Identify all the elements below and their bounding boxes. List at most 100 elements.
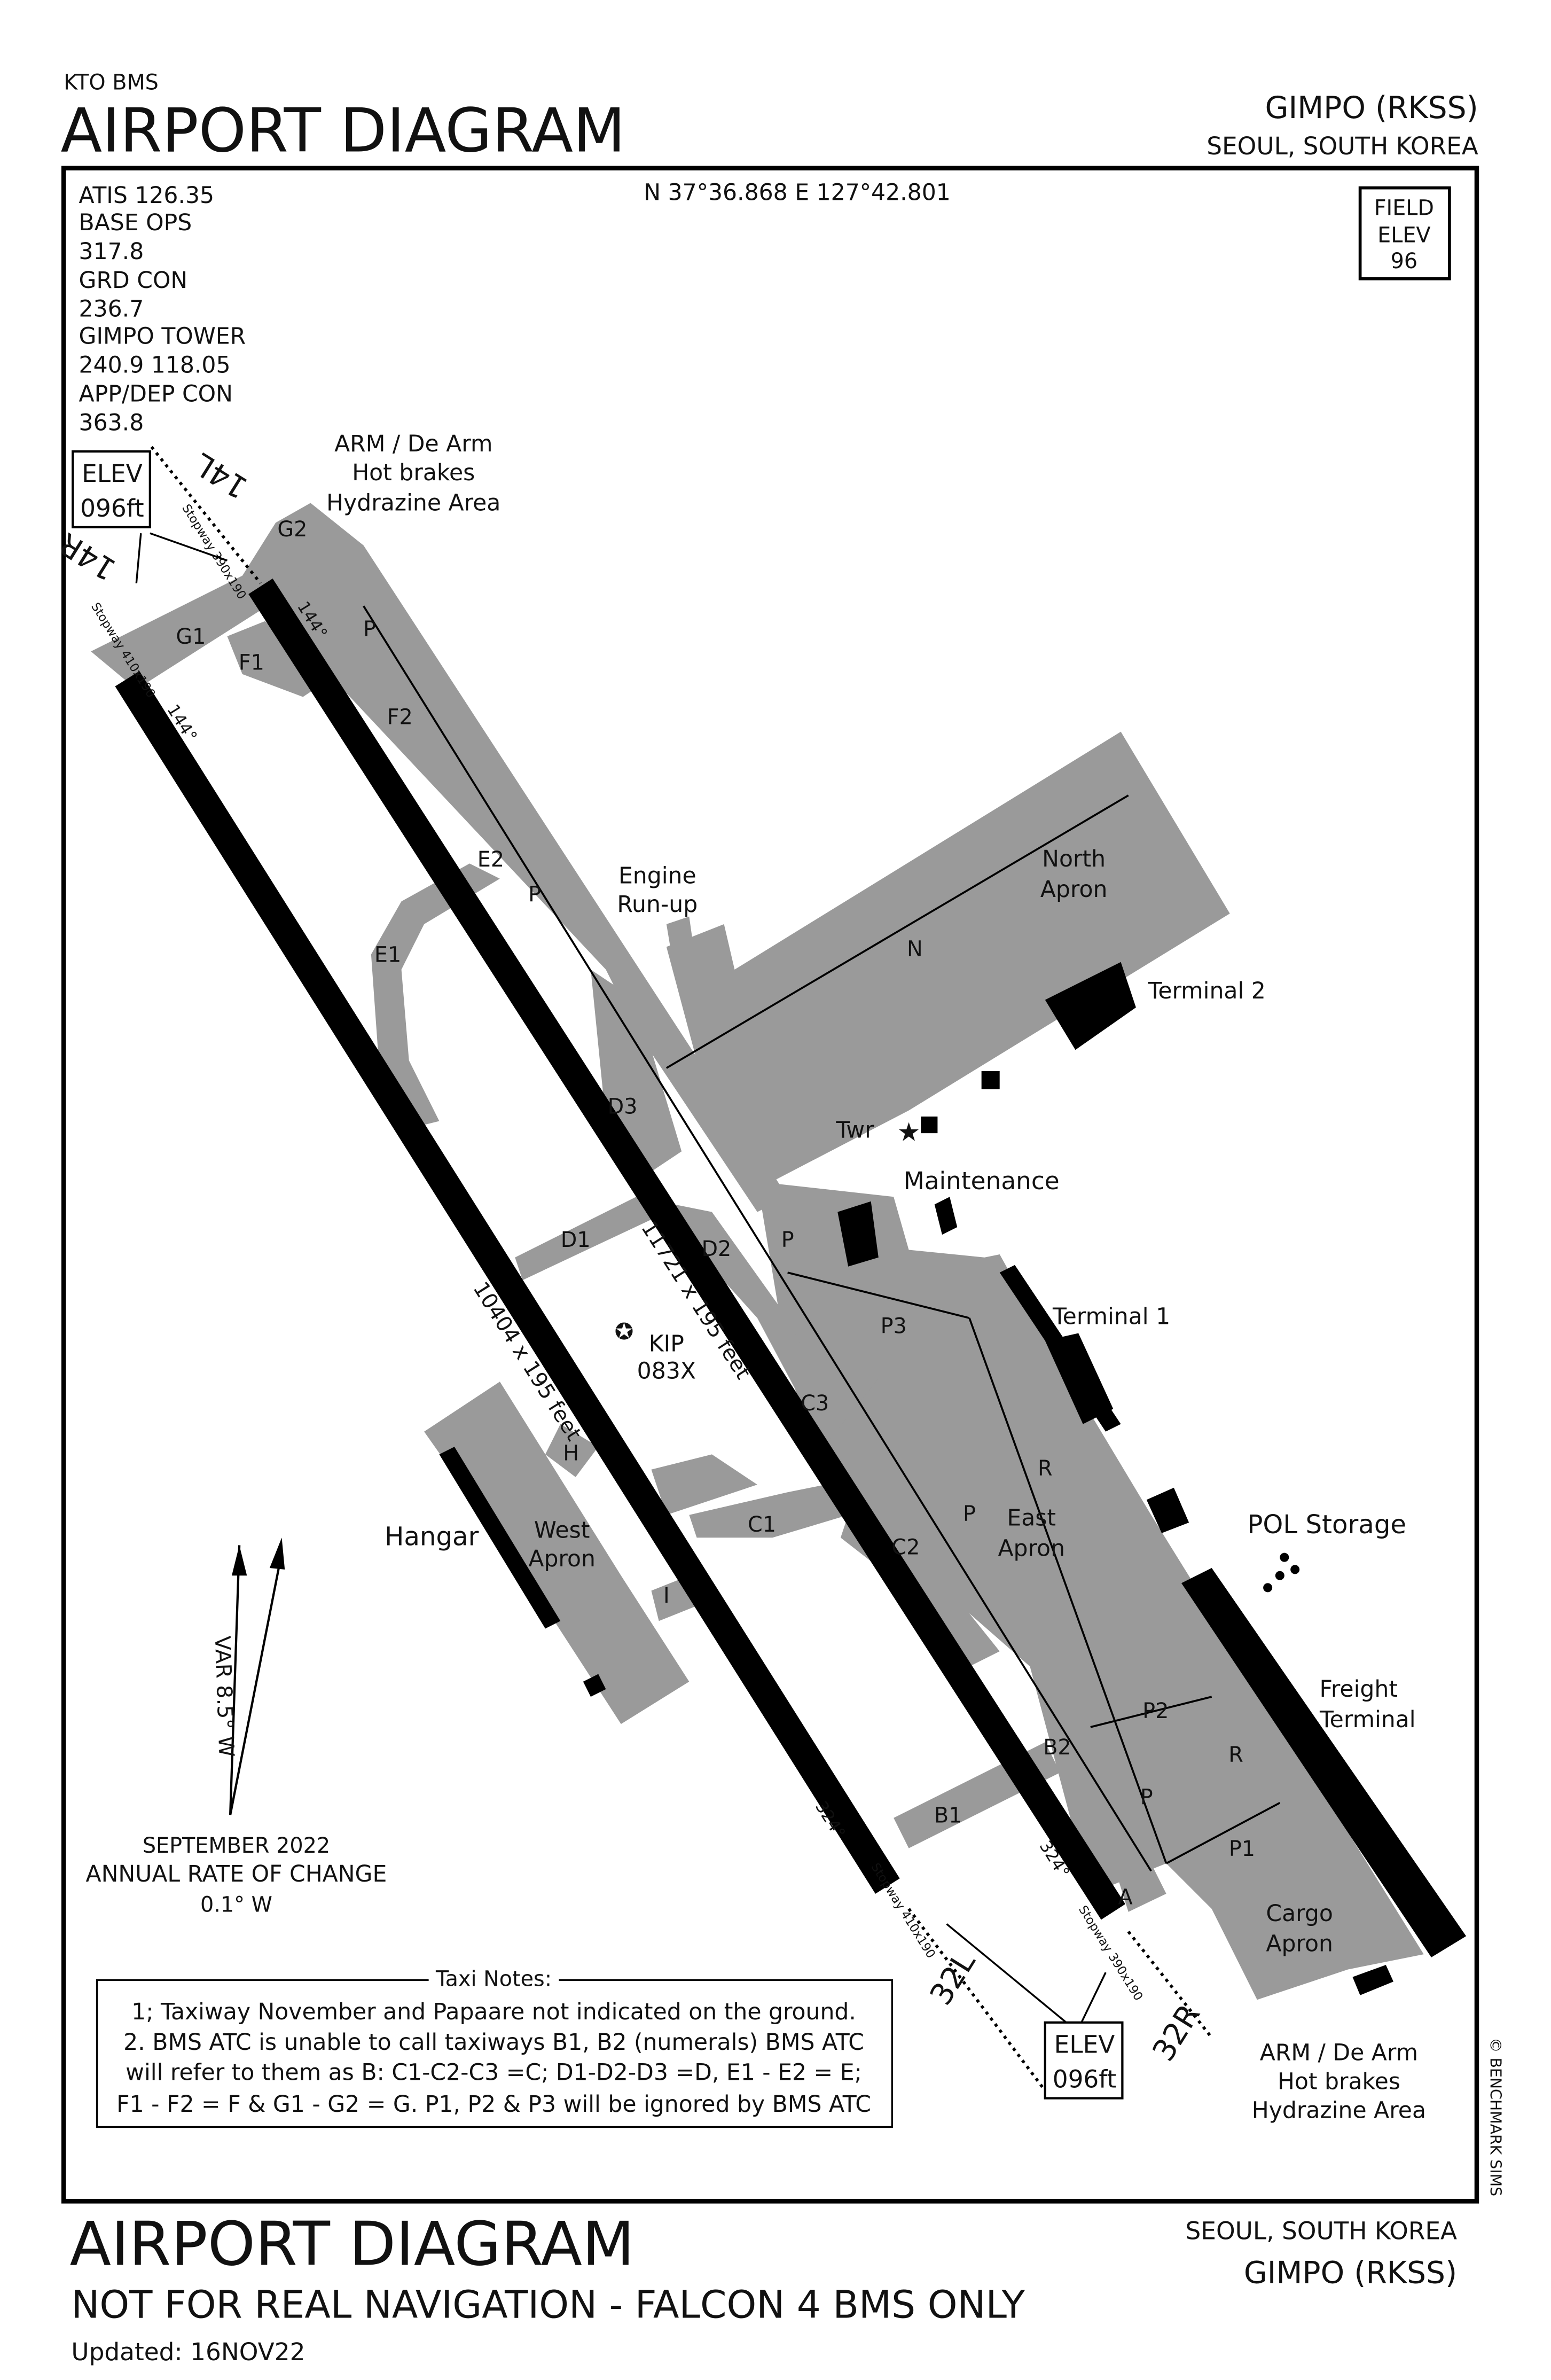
freight-terminal-label: Freight [1320, 1676, 1398, 1703]
copyright: © BENCHMARK SIMS [1486, 2038, 1504, 2196]
hangar-label: Hangar [385, 1521, 479, 1551]
taxiway-label: P3 [881, 1314, 907, 1338]
west-apron-label: West [534, 1517, 590, 1543]
frequency-list: ATIS 126.35 BASE OPS 317.8 GRD CON 236.7… [79, 183, 246, 436]
elev-label: ELEV [82, 459, 143, 488]
runway-label-14l: 14L [188, 446, 254, 505]
coordinates: N 37°36.868 E 127°42.801 [644, 180, 951, 206]
taxiway-label: P [781, 1228, 794, 1252]
footer-disclaimer: NOT FOR REAL NAVIGATION - FALCON 4 BMS O… [71, 2283, 1025, 2327]
taxiway-system [91, 503, 1424, 2000]
elev-value: 096ft [1053, 2065, 1117, 2094]
arm-label: Hot brakes [1278, 2069, 1400, 2095]
taxiway-label: N [907, 937, 923, 961]
taxiway-label: D1 [561, 1228, 591, 1252]
runway-label-32r: 32R [1146, 1998, 1207, 2067]
diagram-frame [61, 166, 1479, 2204]
taxiway-label: R [1038, 1456, 1053, 1481]
taxiway-label: C1 [748, 1512, 776, 1537]
field-elevation-box: FIELD ELEV 96 [1358, 186, 1451, 280]
threshold-elev-box-bottom: ELEV 096ft [946, 1923, 1124, 2100]
taxi-note-line: 2. BMS ATC is unable to call taxiways B1… [123, 2030, 864, 2056]
terminal-2-label: Terminal 2 [1148, 978, 1266, 1004]
updated-date: Updated: 16NOV22 [71, 2338, 305, 2366]
arm-label: ARM / De Arm [334, 431, 492, 457]
taxiway-label: P [963, 1502, 976, 1526]
taxiway-label: E1 [374, 943, 401, 967]
taxi-note-line: will refer to them as B: C1-C2-C3 =C; D1… [126, 2060, 862, 2086]
taxiway-label: B2 [1043, 1735, 1071, 1760]
taxiway-label: C2 [891, 1535, 920, 1560]
taxiway-label: D2 [701, 1237, 731, 1261]
arm-label: ARM / De Arm [1260, 2040, 1418, 2066]
approach-lights [150, 446, 1213, 2092]
east-apron-label: Apron [998, 1535, 1065, 1562]
taxiway-label: E2 [477, 847, 504, 872]
variation-label: VAR 8.5° W [210, 1635, 239, 1757]
footer-location: SEOUL, SOUTH KOREA [1186, 2217, 1458, 2245]
freq-line: GIMPO TOWER [79, 324, 246, 350]
navaid-icon: ✪ [615, 1319, 634, 1345]
taxi-note-line: 1; Taxiway November and Papaare not indi… [131, 1999, 856, 2025]
west-apron-label: Apron [528, 1546, 596, 1572]
north-apron-label: North [1042, 846, 1106, 872]
taxiway-label: P [528, 882, 541, 907]
taxiway-label: B1 [934, 1803, 962, 1828]
freq-line: GRD CON [79, 268, 188, 294]
freq-line: 236.7 [79, 296, 144, 323]
tower-star-icon: ★ [897, 1117, 920, 1147]
navaid-label: KIP [649, 1331, 684, 1357]
freq-line: 317.8 [79, 239, 144, 265]
buildings [439, 962, 1467, 1995]
taxiway-centerlines [363, 605, 1281, 1872]
taxiway-label: C3 [801, 1391, 829, 1416]
runway-14l-32r [248, 578, 1126, 1920]
airport-location: SEOUL, SOUTH KOREA [1207, 132, 1478, 160]
engine-runup-label: Engine [618, 863, 696, 889]
freq-line: BASE OPS [79, 210, 192, 236]
magnetic-variation: VAR 8.5° W SEPTEMBER 2022 ANNUAL RATE OF… [86, 1538, 387, 1917]
taxiway-labels: G2 G1 F1 F2 P E2 P E1 N D3 D1 D2 P P3 C3… [176, 517, 1255, 1910]
stopway-label: Stopway 390x190 [179, 502, 248, 602]
arm-label: Hydrazine Area [326, 490, 500, 517]
taxiway-label: P1 [1229, 1837, 1255, 1861]
runway-14r-32l [115, 671, 900, 1894]
variation-rate-label: ANNUAL RATE OF CHANGE [86, 1861, 387, 1887]
field-elev-line: FIELD [1374, 196, 1434, 221]
airport-name: GIMPO (RKSS) [1265, 90, 1478, 126]
navaid-freq: 083X [637, 1359, 696, 1385]
elev-value: 096ft [80, 494, 144, 522]
pol-storage-label: POL Storage [1247, 1510, 1406, 1540]
arm-label: Hot brakes [352, 460, 475, 486]
stopway-label: Stopway 390x190 [1076, 1903, 1145, 2003]
taxi-notes-title: Taxi Notes: [435, 1967, 552, 1992]
page-title: AIRPORT DIAGRAM [61, 96, 625, 166]
cargo-apron-label: Cargo [1266, 1901, 1333, 1927]
taxiway-label: G2 [277, 517, 307, 542]
threshold-elev-box-top: ELEV 096ft [72, 450, 228, 583]
source-label: KTO BMS [64, 70, 159, 95]
freq-line: APP/DEP CON [79, 381, 233, 407]
taxiway-label: P2 [1142, 1699, 1169, 1723]
freq-line: 363.8 [79, 410, 144, 436]
north-apron-label: Apron [1040, 877, 1108, 903]
elev-label: ELEV [1054, 2030, 1115, 2058]
maintenance-label: Maintenance [904, 1167, 1060, 1195]
taxiway-label: F1 [239, 650, 264, 675]
cargo-apron-label: Apron [1266, 1931, 1333, 1957]
taxiway-label: H [563, 1441, 579, 1466]
terminal-1-label: Terminal 1 [1052, 1304, 1170, 1330]
footer-airport: GIMPO (RKSS) [1244, 2256, 1457, 2291]
taxiway-label: P [1140, 1785, 1153, 1809]
variation-date: SEPTEMBER 2022 [143, 1833, 330, 1858]
field-elev-line: ELEV [1377, 223, 1430, 248]
taxiway-label: F2 [387, 705, 413, 729]
taxiway-label: A [1118, 1885, 1132, 1910]
taxiway-label: D3 [608, 1094, 638, 1119]
engine-runup-label: Run-up [617, 892, 698, 918]
taxi-notes: Taxi Notes: 1; Taxiway November and Papa… [96, 1967, 894, 2128]
footer-title: AIRPORT DIAGRAM [70, 2209, 634, 2279]
east-apron-label: East [1007, 1505, 1056, 1532]
arm-label: Hydrazine Area [1252, 2097, 1426, 2124]
